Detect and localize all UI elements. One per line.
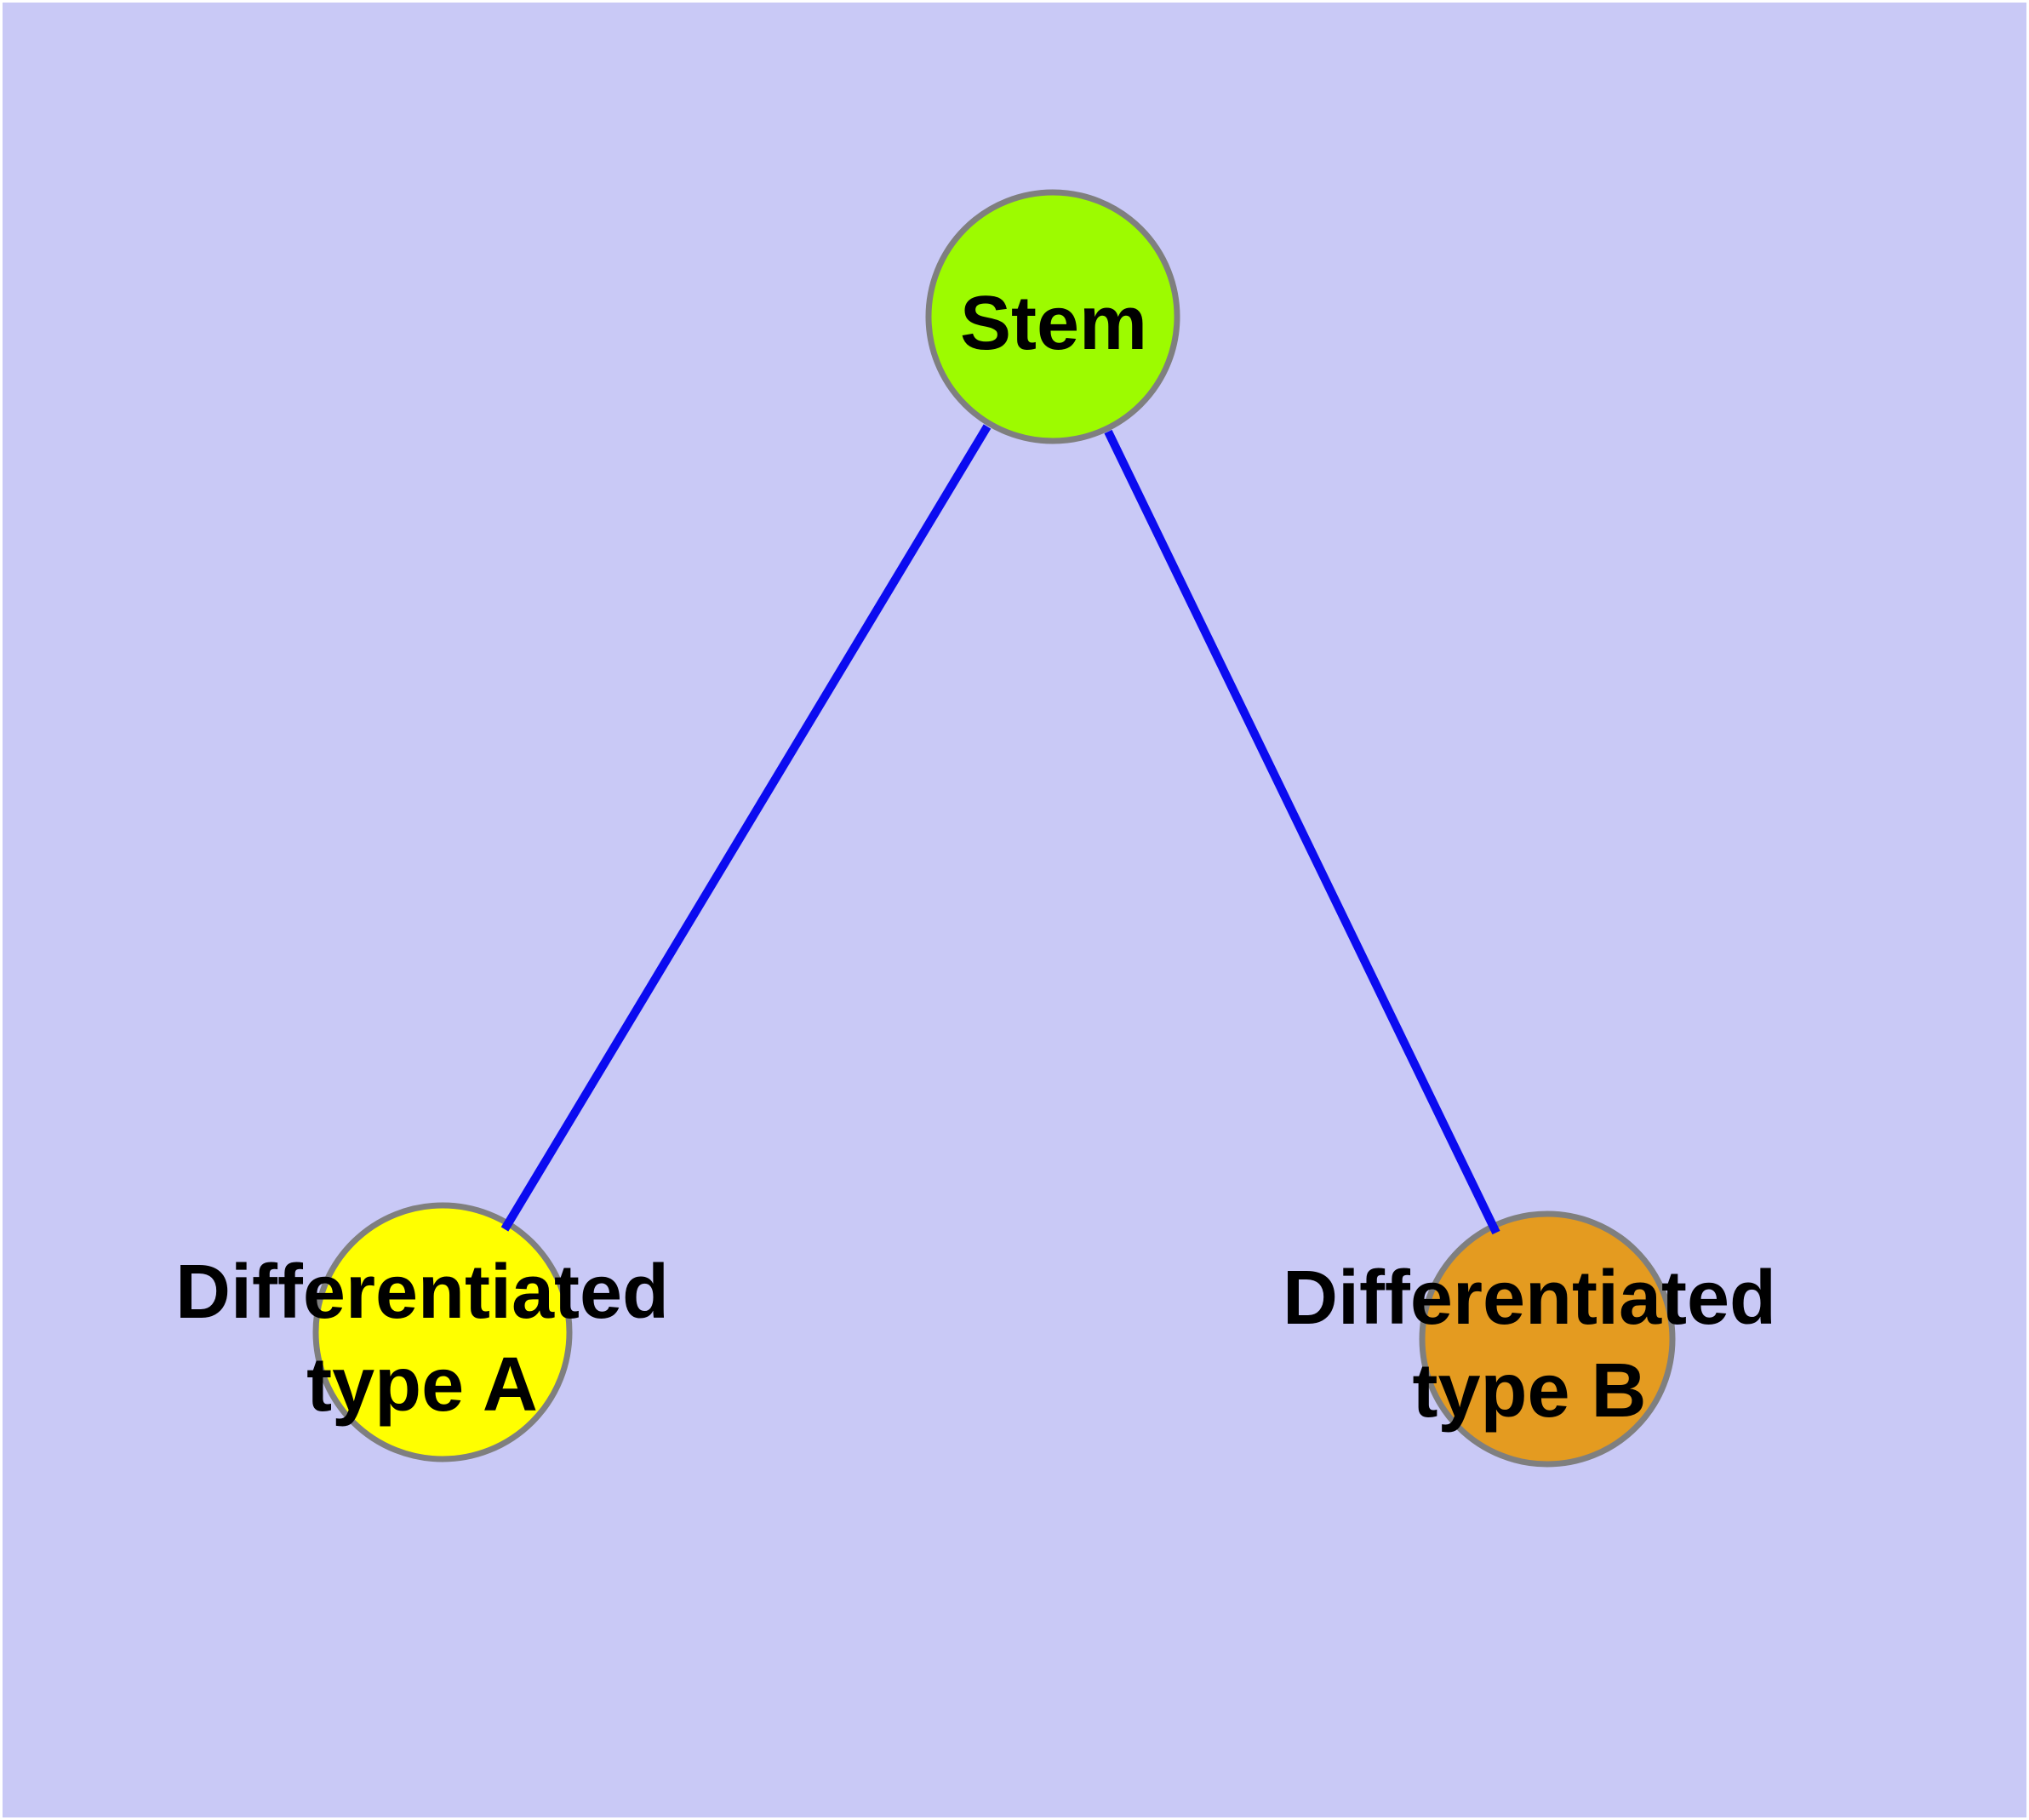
edge-stem-to-type-a [500,424,992,1232]
node-stem [925,189,1180,444]
node-differentiated-type-a [312,1202,573,1462]
node-label-type-a-line2: type A [306,1342,538,1428]
node-label-stem: Stem [960,281,1147,366]
node-label-type-b-line1: Differentiated [1283,1256,1776,1341]
node-label-type-a-line1: Differentiated [175,1250,669,1335]
node-differentiated-type-b [1419,1210,1676,1468]
edge-stem-to-type-b [1104,429,1500,1235]
node-label-type-b-line2: type B [1412,1348,1646,1434]
